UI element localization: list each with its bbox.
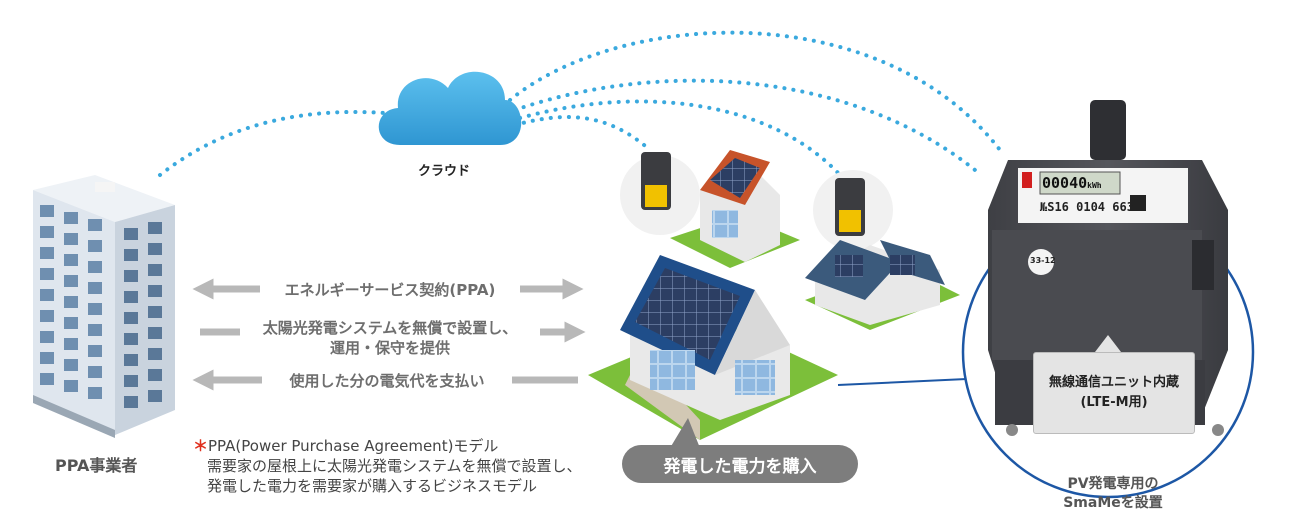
building-window xyxy=(88,219,102,231)
smame-label: PV発電専用の SmaMeを設置 xyxy=(1048,475,1178,513)
building-window xyxy=(148,285,162,297)
unit-line1: 無線通信ユニット内蔵 xyxy=(1048,375,1179,390)
meter-callout-line xyxy=(837,377,989,386)
building-window xyxy=(148,222,162,234)
building-window xyxy=(124,228,138,240)
building-window xyxy=(64,296,78,308)
small-meter-icon-2 xyxy=(813,170,893,250)
meter-serial: №S16 0104 663 xyxy=(1040,200,1134,214)
dots-cloud-house-1 xyxy=(513,115,652,152)
ppa-footnote: ＊PPA(Power Purchase Agreement)モデル 需要家の屋根… xyxy=(193,436,582,496)
building-window xyxy=(40,331,54,343)
building-window xyxy=(64,233,78,245)
meter-display-suffix: kWh xyxy=(1087,181,1102,190)
dots-building-cloud xyxy=(158,109,387,177)
building-window xyxy=(64,380,78,392)
note-line1: 需要家の屋根上に太陽光発電システムを無償で設置し、 xyxy=(207,457,582,475)
building-window xyxy=(124,354,138,366)
small-meter-icon-1 xyxy=(620,152,700,235)
dots-cloud-house-2 xyxy=(518,99,842,177)
arrow-payment-label: 使用した分の電気代を支払い xyxy=(262,370,512,391)
building-window xyxy=(40,289,54,301)
building-window xyxy=(40,373,54,385)
building-window xyxy=(40,226,54,238)
note-line2: 発電した電力を需要家が購入するビジネスモデル xyxy=(207,477,538,495)
building-window xyxy=(148,327,162,339)
bubble-pointer xyxy=(670,418,700,448)
building-window xyxy=(124,396,138,408)
smame-line2: SmaMeを設置 xyxy=(1063,495,1163,511)
cloud-icon xyxy=(378,71,522,145)
unit-line2: (LTE-M用) xyxy=(1080,395,1148,410)
building-window xyxy=(64,338,78,350)
building-window xyxy=(40,247,54,259)
wireless-unit-label: 無線通信ユニット内蔵 (LTE-M用) xyxy=(1033,352,1195,434)
building-window xyxy=(124,249,138,261)
building-window xyxy=(88,240,102,252)
building-window xyxy=(148,306,162,318)
building-window xyxy=(148,348,162,360)
building-window xyxy=(88,303,102,315)
building-window xyxy=(64,359,78,371)
building-window xyxy=(64,212,78,224)
ppa-operator-label: PPA事業者 xyxy=(55,456,138,475)
connection-dots xyxy=(158,30,1002,177)
building-window xyxy=(88,324,102,336)
arrow-install-line1: 太陽光発電システムを無償で設置し、 xyxy=(262,319,518,337)
meter-seal: 33-12 xyxy=(1030,256,1056,265)
building-window xyxy=(124,291,138,303)
office-building-icon xyxy=(33,175,175,438)
note-title: PPA(Power Purchase Agreement)モデル xyxy=(208,437,499,455)
building-window xyxy=(148,264,162,276)
building-window xyxy=(148,243,162,255)
building-window xyxy=(64,254,78,266)
building-window xyxy=(148,369,162,381)
building-window xyxy=(64,317,78,329)
building-window xyxy=(124,312,138,324)
building-window xyxy=(124,375,138,387)
note-star: ＊ xyxy=(193,437,209,455)
dots-cloud-meter-mid xyxy=(513,78,977,172)
building-window xyxy=(124,333,138,345)
smame-line1: PV発電専用の xyxy=(1067,476,1159,492)
arrow-install-line2: 運用・保守を提供 xyxy=(329,339,450,357)
building-window xyxy=(40,205,54,217)
building-window xyxy=(88,387,102,399)
purchase-bubble: 発電した電力を購入 xyxy=(622,445,858,483)
house-back-left xyxy=(670,150,800,268)
house-front xyxy=(588,255,838,440)
building-window xyxy=(88,345,102,357)
meter-display-value: 00040 xyxy=(1042,174,1088,192)
arrow-install-label: 太陽光発電システムを無償で設置し、 運用・保守を提供 xyxy=(240,318,540,358)
meter-display: 00040kWh xyxy=(1042,174,1102,192)
building-window xyxy=(88,261,102,273)
building-window xyxy=(40,268,54,280)
smame-meter xyxy=(961,100,1255,499)
house-back-right xyxy=(805,240,960,330)
building-window xyxy=(88,366,102,378)
building-window xyxy=(40,310,54,322)
dots-cloud-meter-top xyxy=(508,30,1002,152)
building-window xyxy=(64,275,78,287)
building-window xyxy=(124,270,138,282)
building-window xyxy=(88,282,102,294)
cloud-label: クラウド xyxy=(418,164,471,179)
arrow-contract-label: エネルギーサービス契約(PPA) xyxy=(260,279,520,300)
building-window xyxy=(148,390,162,402)
building-window xyxy=(40,352,54,364)
